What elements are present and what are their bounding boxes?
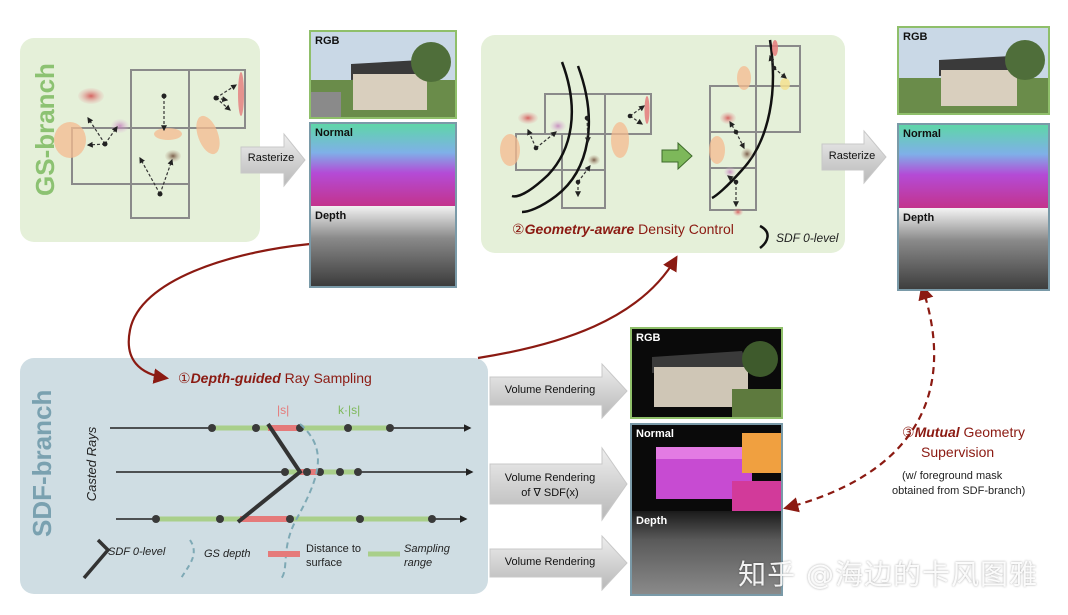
sdf-depth-image <box>632 511 781 594</box>
gs-vectors <box>86 84 238 195</box>
gs-depth-image <box>311 206 455 286</box>
out-normal-label: Normal <box>903 128 941 140</box>
sdf-rgb-label: RGB <box>636 332 661 344</box>
step3-number: ③ <box>902 424 915 440</box>
step3-title: ③Mutual Geometry <box>902 424 1025 441</box>
volume-arrow-3 <box>489 534 628 592</box>
gs-depth-legend-icon <box>179 539 195 581</box>
casted-rays-label: Casted Rays <box>84 426 99 502</box>
mutual-supervision-curve <box>783 284 936 513</box>
gs-gaussians <box>54 72 244 162</box>
out-depth-label: Depth <box>903 212 935 224</box>
out-normal-image <box>899 125 1048 208</box>
green-arrow-icon <box>661 141 693 171</box>
sdf-normal-label: Normal <box>636 428 674 440</box>
gs-normal-image <box>311 124 455 206</box>
out-depth-image <box>899 208 1048 289</box>
gs-rgb-label: RGB <box>315 35 340 47</box>
sdf-normal-depth-panel: Normal Depth <box>630 423 783 596</box>
out-rgb-image: RGB <box>897 26 1050 115</box>
rasterize-arrow-1 <box>240 132 306 188</box>
gs-depth-label: Depth <box>315 210 347 222</box>
legend-gs-depth: GS depth <box>204 548 251 560</box>
gs-rgb-image: RGB <box>309 30 457 119</box>
out-normal-depth-panel: Normal Depth <box>897 123 1050 291</box>
s-label: |s| <box>277 403 290 417</box>
step3-note2: obtained from SDF-branch) <box>892 485 1026 497</box>
step1-rest: Ray Sampling <box>280 370 372 386</box>
volume-rendering-label-2a: Volume Rendering <box>504 472 596 484</box>
density-control-curve <box>477 255 678 360</box>
volume-rendering-label-2b: of ∇ SDF(x) <box>521 487 579 499</box>
step1-title: ①Depth-guided Ray Sampling <box>178 370 372 387</box>
step2-title: ②Geometry-aware Density Control <box>512 221 734 238</box>
sdf-rgb-image: RGB <box>630 327 783 419</box>
gs-grid <box>71 69 246 219</box>
sdf-zero-legend-icon <box>759 224 769 249</box>
step1-number: ① <box>178 370 191 386</box>
legend-sdf-zero: SDF 0-level <box>108 546 166 558</box>
ks-label: k·|s| <box>338 403 361 417</box>
step2-bold: Geometry-aware <box>524 221 635 237</box>
rasterize-arrow-2 <box>821 129 887 185</box>
step2-rest: Density Control <box>634 221 734 237</box>
sdf-legend-icon <box>82 538 111 580</box>
step3-rest: Geometry <box>959 424 1026 440</box>
rasterize-label-2: Rasterize <box>828 150 876 162</box>
rasterize-label-1: Rasterize <box>247 152 295 164</box>
step1-bold: Depth-guided <box>190 370 281 386</box>
legend-distance: Distance to surface <box>306 543 362 569</box>
out-rgb-label: RGB <box>903 31 928 43</box>
volume-rendering-label-3: Volume Rendering <box>504 556 596 568</box>
step3-line2: Supervision <box>921 444 995 460</box>
legend-sampling: Sampling range <box>404 543 450 569</box>
volume-arrow-1 <box>489 362 628 420</box>
step2-number: ② <box>512 221 525 237</box>
step3-note1: (w/ foreground mask <box>902 470 1003 482</box>
step2-legend: SDF 0-level <box>776 231 839 245</box>
gs-normal-label: Normal <box>315 127 353 139</box>
sdf-branch-panel <box>20 358 488 594</box>
volume-arrow-2 <box>489 446 628 522</box>
step3-bold: Mutual <box>914 424 960 440</box>
dc-grid-left <box>515 93 652 209</box>
sdf-depth-label: Depth <box>636 515 668 527</box>
watermark-text: 知乎 @海边的卡风图雅 <box>738 558 1038 591</box>
depth-guide-curve <box>127 242 311 384</box>
sdf-rays <box>110 424 474 523</box>
sdf-surface-line <box>236 422 303 524</box>
gs-normal-depth-panel: Normal Depth <box>309 122 457 288</box>
gs-depth-curve <box>279 423 319 581</box>
volume-rendering-label-1: Volume Rendering <box>504 384 596 396</box>
